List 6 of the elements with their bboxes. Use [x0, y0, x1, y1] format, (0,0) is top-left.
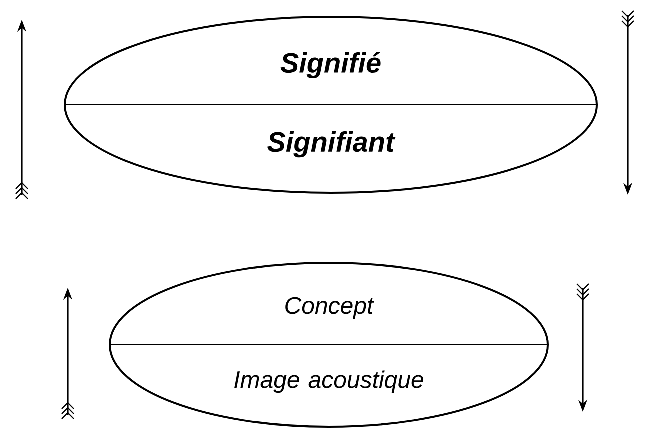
node-label: Image acoustique	[234, 370, 424, 394]
node-label: Signifiant	[268, 132, 396, 158]
node-label: Concept	[286, 297, 374, 319]
sign-ellipse	[64, 16, 598, 194]
node-label: Signifié	[280, 52, 381, 79]
sign-ellipse	[108, 262, 550, 428]
